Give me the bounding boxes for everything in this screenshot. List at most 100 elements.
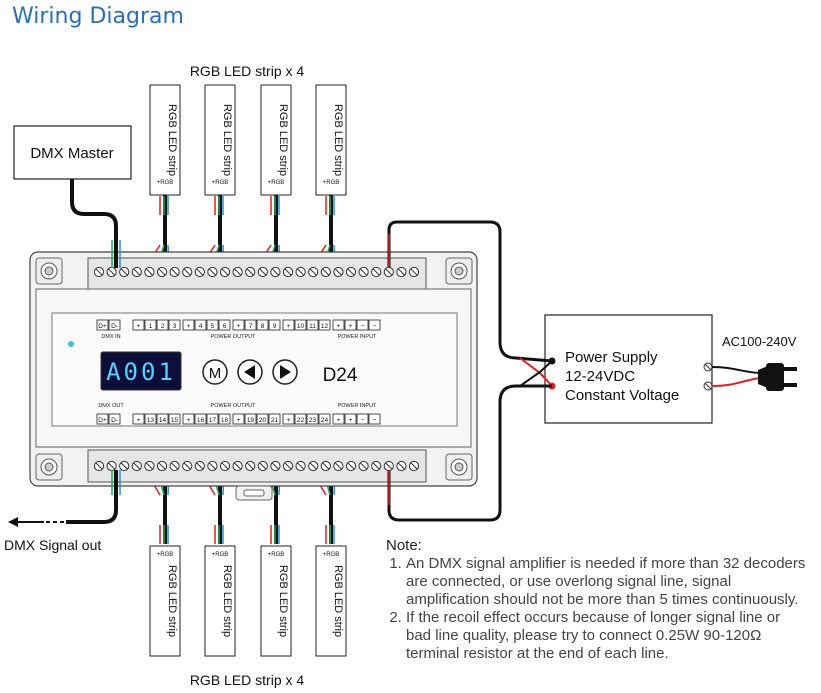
svg-text:−: − [373,323,377,330]
screw-terminal-icon [119,460,130,472]
screw-terminal-icon [371,266,382,278]
screw-terminal-icon [308,266,319,278]
screw-terminal-icon [333,460,344,472]
screw-terminal-icon [232,266,243,278]
svg-text:+: + [187,417,191,424]
screw-terminal-icon [270,266,281,278]
channel-pin: 21 [268,413,281,425]
svg-text:−: − [361,417,365,424]
svg-text:7: 7 [249,323,253,330]
screw-terminal-icon [257,460,268,472]
power-input-pin: − [356,319,369,331]
arrow-left-icon [8,517,18,527]
bottom-strip-group-label: RGB LED strip x 4 [190,672,305,688]
svg-text:−: − [373,417,377,424]
channel-pin: 6 [218,319,231,331]
svg-text:+: + [349,417,353,424]
screw-terminal-icon [169,460,180,472]
screw-terminal-icon [182,266,193,278]
screw-terminal-icon [320,460,331,472]
svg-text:13: 13 [147,417,155,424]
svg-text:11: 11 [309,323,316,330]
arrow-right-icon [280,365,291,379]
channel-pin: 18 [218,413,231,425]
status-led [68,341,74,347]
screw-terminal-icon [119,266,130,278]
screw-terminal-icon [333,266,344,278]
svg-text:23: 23 [309,417,317,424]
dmx-in-cable [70,179,118,268]
ac-input-label: AC100-240V [722,334,797,349]
svg-text:+: + [237,323,241,330]
svg-text:9: 9 [273,323,277,330]
power-supply-line2: 12-24VDC [565,368,635,385]
screw-terminal-icon [408,266,420,278]
rgb-led-strip: RGB LED strip+RGB [260,545,292,657]
note-item: If the recoil effect occurs because of l… [406,609,806,663]
power-pin: + [232,413,245,425]
strip-label: RGB LED strip [277,104,289,176]
svg-text:17: 17 [209,417,217,424]
dmx-port-label: DMX OUT [98,403,124,409]
screw-terminal-icon [169,266,180,278]
screw-terminal-icon [194,460,205,472]
svg-text:1: 1 [149,323,153,330]
channel-pin: 8 [256,319,269,331]
screw-terminal-icon [345,266,357,278]
screw-terminal-icon [308,460,319,472]
svg-text:+: + [237,417,241,424]
svg-text:+: + [287,323,291,330]
channel-pin: 23 [306,413,319,425]
mounting-hole-icon [35,257,473,481]
screw-terminal-icon [295,266,306,278]
strip-pins-label: +RGB [268,552,285,558]
strip-label: RGB LED strip [332,104,344,176]
channel-pin: 20 [256,413,269,425]
power-output-label: POWER OUTPUT [211,334,257,340]
screw-terminal-icon [219,460,231,472]
screw-terminal-icon [383,266,394,278]
power-input-label: POWER INPUT [338,334,377,340]
channel-pin: 17 [206,413,219,425]
dmx-master-label: DMX Master [30,145,113,162]
svg-text:+: + [137,323,141,330]
power-input-pin: + [344,413,357,425]
channel-pin: 12 [318,319,331,331]
dmx-master-box [13,125,132,180]
svg-text:D-: D- [111,323,118,330]
screw-terminal-icon [295,460,306,472]
channel-pin: 2 [156,319,169,331]
screw-terminal-icon [106,266,117,278]
screw-terminal-icon [396,460,407,472]
screw-terminal-icon [383,460,394,472]
strip-pins-label: +RGB [157,552,174,558]
channel-pin: 14 [156,413,169,425]
strip-label: RGB LED strip [166,104,178,176]
strip-pins-label: +RGB [323,180,340,186]
screw-terminal-icon [270,460,281,472]
power-input-pin: + [332,413,345,425]
digital-display [100,351,182,391]
rgb-led-strip: RGB LED strip+RGB [204,545,236,657]
screw-terminal-icon [93,460,105,472]
power-input2-wire [387,384,552,522]
power-supply-box [544,314,713,424]
strip-pins-label: +RGB [212,180,229,186]
channel-pin: 19 [244,413,257,425]
screw-terminal-icon [358,266,369,278]
svg-text:22: 22 [297,417,305,424]
mode-button[interactable] [202,359,228,385]
svg-text:+: + [287,417,291,424]
screw-terminal-icon [182,460,193,472]
power-supply-line1: Power Supply [565,349,658,366]
screw-terminal-icon [131,266,142,278]
power-input-pin: − [356,413,369,425]
note-heading: Note: [386,537,422,554]
svg-text:6: 6 [223,323,227,330]
channel-pin: 24 [318,413,331,425]
svg-text:12: 12 [321,323,329,330]
power-supply-line3: Constant Voltage [565,387,679,404]
power-pin: + [132,319,145,331]
svg-text:14: 14 [159,417,167,424]
